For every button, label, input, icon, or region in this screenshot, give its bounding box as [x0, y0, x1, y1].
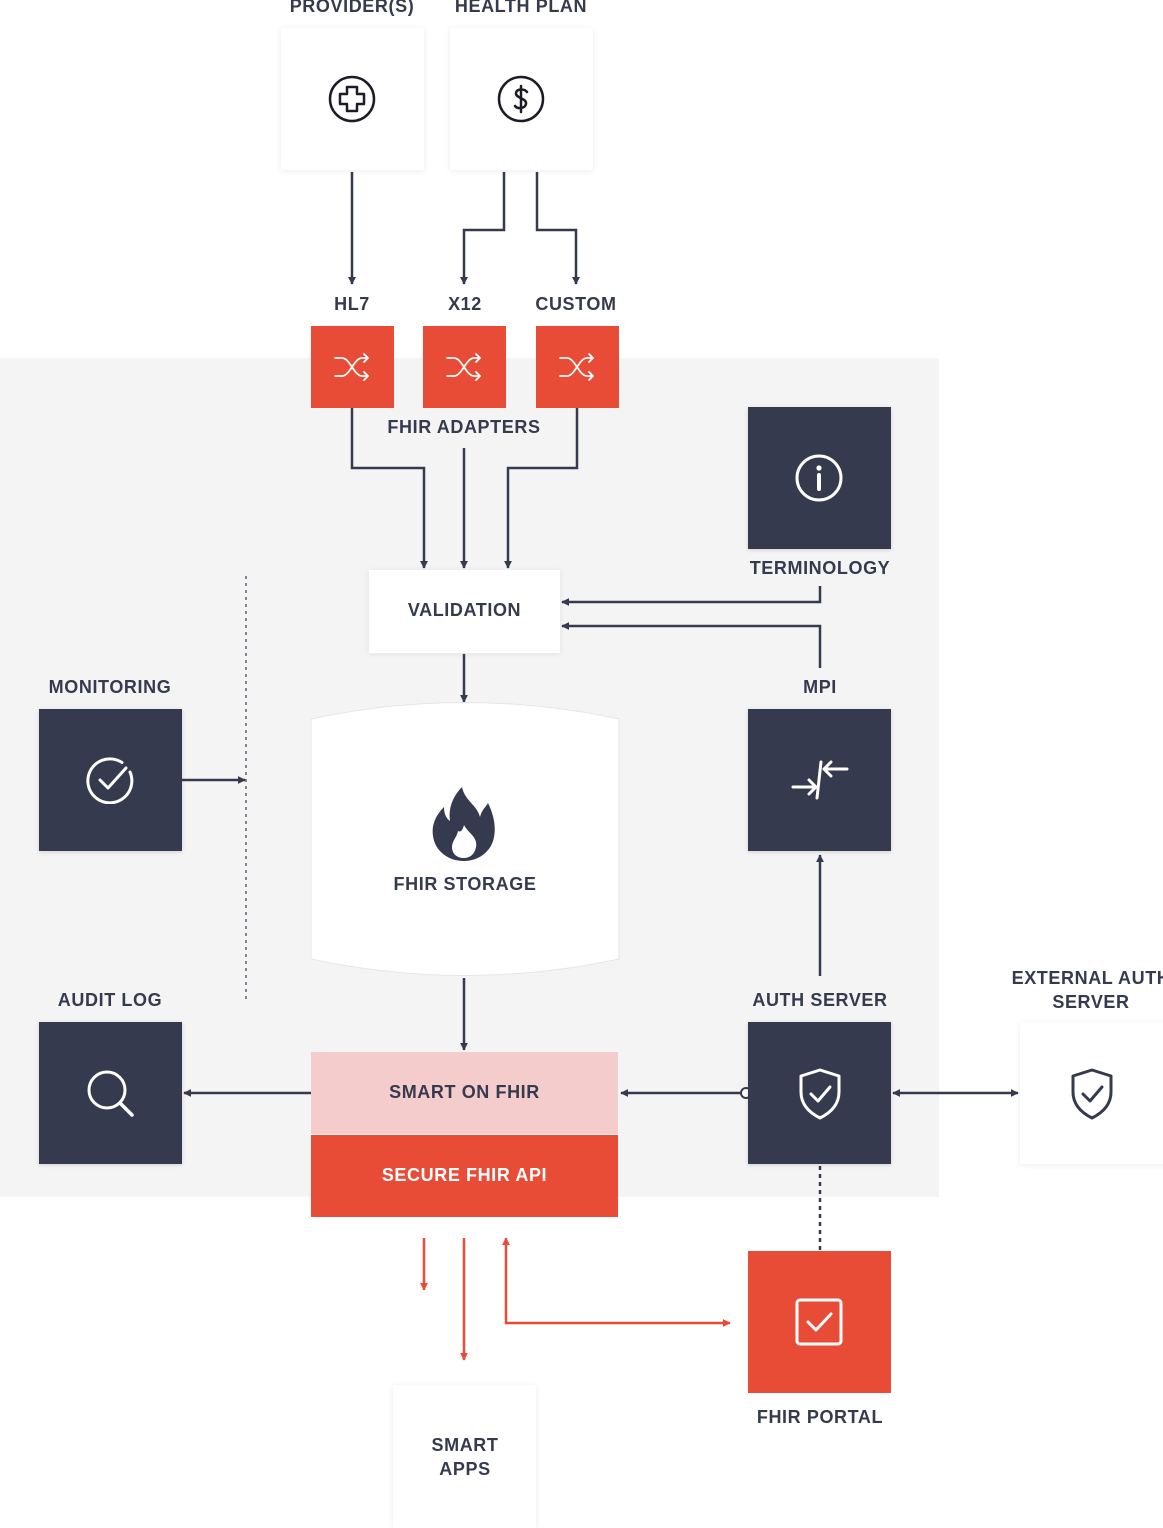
fhir-storage-label: FHIR STORAGE: [393, 874, 537, 894]
x12-label: X12: [448, 294, 482, 314]
audit-log-label: AUDIT LOG: [57, 990, 163, 1010]
smart-apps-node[interactable]: SMART APPS: [393, 1385, 536, 1528]
terminology-label: TERMINOLOGY: [749, 558, 891, 578]
shuffle-icon: [334, 353, 369, 381]
flame-icon: [432, 787, 495, 861]
shuffle-icon: [559, 353, 594, 381]
shield-check-icon: [799, 1068, 841, 1120]
custom-to-validation: [504, 408, 579, 569]
providers-node[interactable]: [281, 28, 424, 170]
fhir-portal-label: FHIR PORTAL: [756, 1407, 884, 1427]
external-auth-server-label: EXTERNAL AUTH SERVER: [1011, 968, 1163, 1012]
medical-cross-icon: [328, 75, 376, 123]
monitoring-node[interactable]: [39, 709, 182, 851]
hl7-adapter[interactable]: [311, 326, 394, 408]
external-auth-server-node[interactable]: [1020, 1022, 1163, 1164]
auth-server-node[interactable]: [748, 1022, 891, 1164]
healthplan-to-custom: [535, 172, 580, 285]
hl7-to-validation: [350, 408, 428, 569]
fhir-storage-node[interactable]: [306, 700, 624, 982]
info-icon: [795, 454, 843, 502]
terminology-to-validation: [561, 586, 822, 606]
merge-arrows-icon: [791, 760, 849, 800]
validation-node[interactable]: VALIDATION: [369, 570, 560, 653]
custom-adapter[interactable]: [536, 326, 619, 408]
mpi-node[interactable]: [748, 709, 891, 851]
monitoring-label: MONITORING: [48, 677, 172, 697]
shield-check-icon: [1071, 1068, 1113, 1120]
mpi-label: MPI: [803, 677, 837, 697]
health-plan-node[interactable]: [450, 28, 593, 170]
search-icon: [87, 1070, 134, 1117]
providers-label: PROVIDER(S): [289, 0, 415, 16]
smart-apps-label: SMART APPS: [431, 1435, 499, 1479]
hl7-label: HL7: [334, 294, 370, 314]
smart-on-fhir-layer[interactable]: SMART ON FHIR: [311, 1052, 618, 1134]
health-plan-label: HEALTH PLAN: [454, 0, 588, 16]
custom-label: CUSTOM: [535, 294, 617, 314]
check-circle-icon: [86, 757, 134, 804]
secure-fhir-api-label: SECURE FHIR API: [381, 1165, 548, 1185]
mpi-to-validation: [561, 622, 822, 668]
terminology-node[interactable]: [748, 407, 891, 549]
smart-on-fhir-label: SMART ON FHIR: [389, 1082, 540, 1102]
audit-log-node[interactable]: [39, 1022, 182, 1164]
fhir-portal-node[interactable]: [748, 1251, 891, 1393]
fhir-adapters-label: FHIR ADAPTERS: [387, 417, 541, 437]
secure-fhir-api-layer[interactable]: SECURE FHIR API: [311, 1135, 618, 1217]
dollar-icon: [497, 75, 545, 123]
validation-label: VALIDATION: [407, 600, 522, 620]
checkbox-icon: [795, 1298, 843, 1346]
healthplan-to-x12: [460, 172, 506, 285]
portal-api-link: [502, 1237, 731, 1327]
shuffle-icon: [446, 353, 481, 381]
auth-server-label: AUTH SERVER: [752, 990, 888, 1010]
x12-adapter[interactable]: [423, 326, 506, 408]
